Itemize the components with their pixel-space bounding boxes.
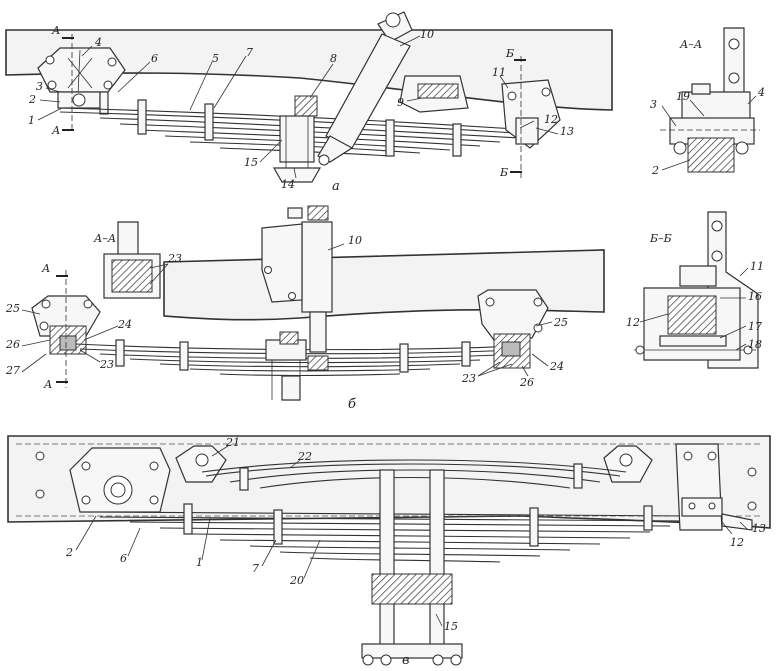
b-label-27: 27 (5, 364, 20, 377)
u-bolt-pad (279, 115, 315, 163)
label-9: 9 (397, 96, 404, 109)
label-1: 1 (28, 114, 35, 127)
label-12: 12 (544, 113, 558, 126)
label-4: 4 (94, 36, 102, 49)
caption-b: б (348, 397, 356, 412)
bump-stop (294, 95, 318, 117)
section-mark-b-top: Б (505, 47, 514, 60)
v-label-7: 7 (252, 562, 259, 575)
v-label-15: 15 (444, 620, 458, 633)
bolt (45, 55, 55, 65)
bb-label-11: 11 (750, 260, 764, 273)
bb-label-12: 12 (626, 316, 640, 329)
label-15: 15 (244, 156, 258, 169)
b-label-24: 24 (117, 318, 132, 331)
leaf-pack-section (667, 295, 717, 335)
label-11: 11 (492, 66, 506, 79)
b-label-23: 23 (99, 358, 114, 371)
bb-label-16: 16 (748, 290, 762, 303)
v-label-22: 22 (297, 450, 312, 463)
shock-absorber-b (261, 205, 333, 371)
aa-label-2: 2 (651, 164, 659, 177)
v-label-2: 2 (65, 546, 73, 559)
bolt (47, 80, 57, 90)
clip (452, 123, 462, 157)
view-b-labels: 10 23 25 24 26 23 27 25 23 26 24 А А б (5, 234, 568, 412)
caption-a: а (332, 179, 340, 194)
section-mark-a-top: А (51, 24, 60, 37)
section-aa-top: А–А 3 19 4 2 (650, 27, 765, 177)
b-label-25-rear: 25 (553, 316, 568, 329)
view-b: А–А (31, 205, 605, 401)
label-8: 8 (330, 52, 337, 65)
rubber-cushion-section (111, 259, 153, 293)
section-mark-a-bottom: А (51, 124, 60, 137)
v-label-6: 6 (120, 552, 127, 565)
section-bb-title: Б–Б (649, 232, 672, 245)
section-mark-b-bottom: Б (499, 166, 508, 179)
b-label-26-rear: 26 (519, 376, 534, 389)
slider-housing (515, 117, 539, 145)
helper-spring (201, 459, 627, 489)
aa-label-3: 3 (650, 98, 657, 111)
view-v-labels: 21 22 2 6 1 7 20 15 12 13 в (65, 436, 766, 668)
section-aa-top-title: А–А (679, 38, 702, 51)
u-bolt-assembly (361, 469, 463, 666)
v-label-21: 21 (225, 436, 240, 449)
section-mark-a-mid-bottom: А (43, 378, 52, 391)
aa-label-4: 4 (757, 86, 765, 99)
caption-v: в (402, 653, 410, 668)
label-3: 3 (36, 80, 43, 93)
b-label-23-inset: 23 (167, 252, 182, 265)
b-label-10: 10 (348, 234, 362, 247)
label-2: 2 (28, 93, 36, 106)
section-mark-a-mid-top: А (41, 262, 50, 275)
section-aa-mid-title: А–А (93, 232, 116, 245)
u-clip (99, 91, 109, 115)
axle-beam (272, 167, 322, 183)
v-label-12: 12 (730, 536, 744, 549)
view-a (5, 11, 613, 183)
b-label-25: 25 (5, 302, 20, 315)
bb-label-18: 18 (748, 338, 762, 351)
b-label-23-rear: 23 (461, 372, 476, 385)
v-label-1: 1 (196, 556, 203, 569)
shock-absorber (317, 11, 413, 166)
spring-leaves-section (687, 137, 735, 173)
label-5: 5 (212, 52, 219, 65)
spring-pin (72, 93, 86, 107)
bump-pad (417, 83, 459, 99)
bolt (103, 80, 113, 90)
bolt (107, 57, 117, 67)
label-6: 6 (151, 52, 158, 65)
aa-label-19: 19 (676, 90, 690, 103)
b-label-26: 26 (5, 338, 20, 351)
label-7: 7 (246, 46, 253, 59)
view-a-labels: 4 3 2 1 6 5 7 8 10 9 11 12 13 14 15 А А … (28, 24, 574, 194)
clip (385, 119, 395, 157)
v-label-13: 13 (752, 522, 766, 535)
b-label-24-rear: 24 (549, 360, 564, 373)
view-v (7, 435, 771, 666)
clip (204, 103, 214, 141)
cushion-liner (59, 335, 77, 351)
label-10: 10 (420, 28, 434, 41)
front-bracket (37, 47, 126, 93)
section-bb: Б–Б 11 16 12 17 18 (626, 211, 764, 369)
rear-cushion-bracket (477, 289, 549, 341)
shock-bracket (261, 223, 303, 303)
bb-label-17: 17 (748, 320, 762, 333)
clip (137, 99, 147, 135)
v-label-20: 20 (289, 574, 304, 587)
label-14: 14 (281, 178, 295, 191)
label-13: 13 (560, 125, 574, 138)
